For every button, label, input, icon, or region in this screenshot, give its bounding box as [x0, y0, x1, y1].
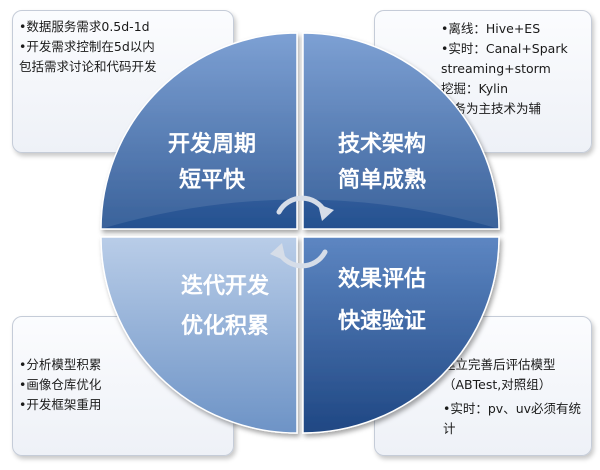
note-item: •实时：Canal+Spark streaming+storm	[441, 41, 568, 76]
note-item: •开发框架重用	[19, 397, 102, 412]
note-item: •数据服务需求0.5d-1d	[19, 19, 150, 34]
note-item: •开发需求控制在5d以内包括需求讨论和代码开发	[19, 39, 157, 74]
label-bottom-right-1: 效果评估	[338, 266, 426, 292]
quadrant-top-right	[302, 32, 500, 230]
label-bottom-left-1: 迭代开发	[181, 273, 270, 299]
label-bottom-right-2: 快速验证	[338, 308, 426, 334]
note-item: •实时：pv、uv必须有统计	[443, 401, 582, 436]
note-item: 挖掘：Kylin	[441, 81, 509, 96]
note-item: •分析模型积累	[19, 357, 102, 372]
gloss-highlight	[101, 30, 499, 229]
note-item: •离线：Hive+ES	[441, 21, 541, 36]
arrow-heads	[270, 204, 334, 261]
note-item: 建立完善后评估模型（ABTest,对照组）	[443, 357, 556, 392]
quadrant-bottom-left	[100, 236, 298, 434]
note-item: •画像仓库优化	[19, 377, 102, 392]
label-top-right-2: 简单成熟	[338, 167, 426, 193]
quadrant-bottom-right	[302, 236, 500, 434]
note-item: 业务为主技术为辅	[441, 101, 542, 116]
label-bottom-left-2: 优化积累	[181, 313, 269, 339]
label-top-left-2: 短平快	[179, 168, 246, 193]
label-top-right-1: 技术架构	[338, 131, 426, 157]
quadrant-top-left	[100, 32, 298, 230]
label-top-left-1: 开发周期	[168, 131, 256, 157]
